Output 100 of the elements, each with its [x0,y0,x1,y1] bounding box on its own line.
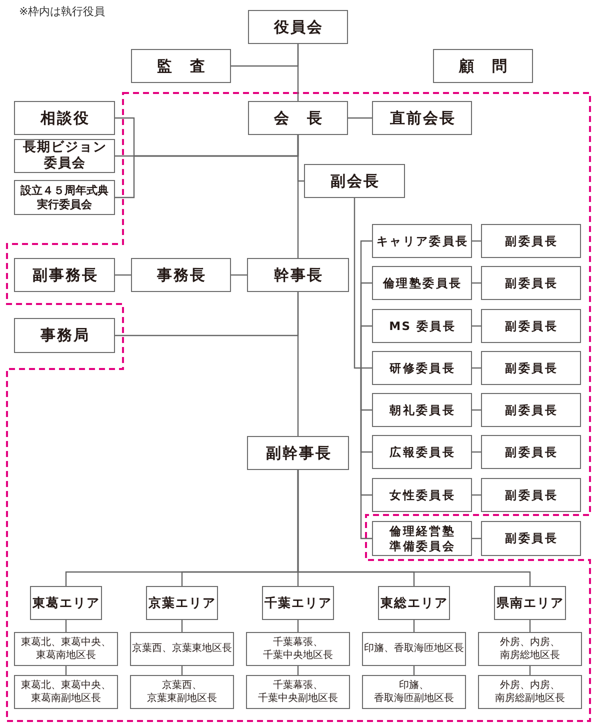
position-box [131,49,231,83]
connector-line [529,619,531,632]
district-box [14,675,118,709]
connector-line [360,368,372,540]
committee-box [372,478,472,512]
position-title: 長期ビジョン委員会 [22,140,108,172]
position-title: 副委員長 [504,234,558,248]
position-title: 東葛北、東葛中央、東葛南副地区長 [20,678,112,706]
connector-line [360,367,372,369]
position-title: 女性委員長 [388,488,456,502]
district-box [130,675,234,709]
committee-box [481,393,581,427]
area-box [378,586,450,620]
position-box [248,101,348,135]
position-title: 広報委員長 [388,444,456,460]
position-box [433,49,533,83]
committee-box [481,309,581,343]
committee-box [372,393,472,427]
position-title: 幹事長 [273,266,324,284]
position-title: 朝礼委員長 [388,402,456,418]
position-box [304,164,405,198]
position-title: キャリア委員長 [375,234,469,248]
committee-box [481,224,581,258]
position-title: 京葉エリア [148,595,216,611]
committee-box [372,435,472,469]
connector-line [347,117,372,119]
position-title: 副委員長 [504,402,558,418]
position-box [14,139,115,173]
position-title: 副事務長 [31,266,98,284]
position-title: 県南エリア [496,595,564,611]
district-box [478,632,582,666]
position-title: 会 長 [272,108,324,128]
position-box [14,101,115,135]
position-box [14,180,115,215]
district-box [14,632,118,666]
position-box [372,101,472,135]
area-box [494,586,566,620]
position-title: 副会長 [330,172,380,190]
committee-box [481,266,581,300]
position-title: 副委員長 [504,444,558,460]
committee-box [372,351,472,385]
position-box [131,258,231,292]
committee-box [481,478,581,512]
position-title: 副委員長 [504,318,558,334]
position-title: 事務長 [156,266,206,284]
position-title: 千葉エリア [264,595,332,611]
position-box [248,10,348,44]
committee-box [481,351,581,385]
committee-box [372,309,472,343]
position-title: 倫理経営塾準備委員会 [388,524,457,553]
position-title: 印旛、香取海匝副地区長 [373,678,455,706]
area-box [146,586,218,620]
position-title: 設立４５周年式典実行委員会 [20,184,110,212]
connector-line [297,291,299,436]
position-title: 副幹事長 [264,444,332,462]
connector-line [354,198,361,369]
position-title: 外房、内房、南房総地区長 [499,636,561,662]
committee-box [372,266,472,300]
district-box [478,675,582,709]
connector-line [231,44,299,67]
district-box [130,632,234,666]
position-title: 京葉西、京葉東地区長 [132,642,232,656]
position-title: 千葉幕張、千葉中央地区長 [262,636,334,662]
connector-line [181,619,183,632]
position-title: 相談役 [39,108,90,128]
position-title: 研修委員長 [388,360,456,376]
connector-line [65,619,67,632]
position-box [247,258,349,292]
position-title: 東総エリア [380,595,448,611]
position-title: 顧 問 [458,56,508,76]
committee-box [481,435,581,469]
district-box [362,675,466,709]
connector-line [115,274,132,276]
connector-line [360,325,372,368]
position-title: 副委員長 [504,531,558,546]
committee-box [372,521,472,556]
note-text: ※枠内は執行役員 [19,4,106,19]
connector-line [297,619,299,632]
position-box [247,436,349,470]
position-box [14,318,115,353]
area-box [262,586,334,620]
position-title: 千葉幕張、千葉中央副地区長 [257,678,339,706]
district-box [362,632,466,666]
position-title: 直前会長 [388,108,456,128]
position-title: 副委員長 [504,488,558,502]
committee-box [481,521,581,556]
connector-line [413,619,415,632]
position-title: 東葛エリア [32,595,100,611]
position-title: 役員会 [272,18,324,36]
district-box [246,675,350,709]
committee-box [372,224,472,258]
position-title: 事務局 [40,326,90,345]
position-title: 監 査 [156,56,206,76]
position-title: 副委員長 [504,360,558,376]
area-box [30,586,102,620]
position-title: MS 委員長 [388,318,456,334]
position-title: 印旛、香取海匝地区長 [364,642,464,656]
position-title: 倫理塾委員長 [382,276,462,290]
district-box [246,632,350,666]
position-title: 副委員長 [504,276,558,290]
